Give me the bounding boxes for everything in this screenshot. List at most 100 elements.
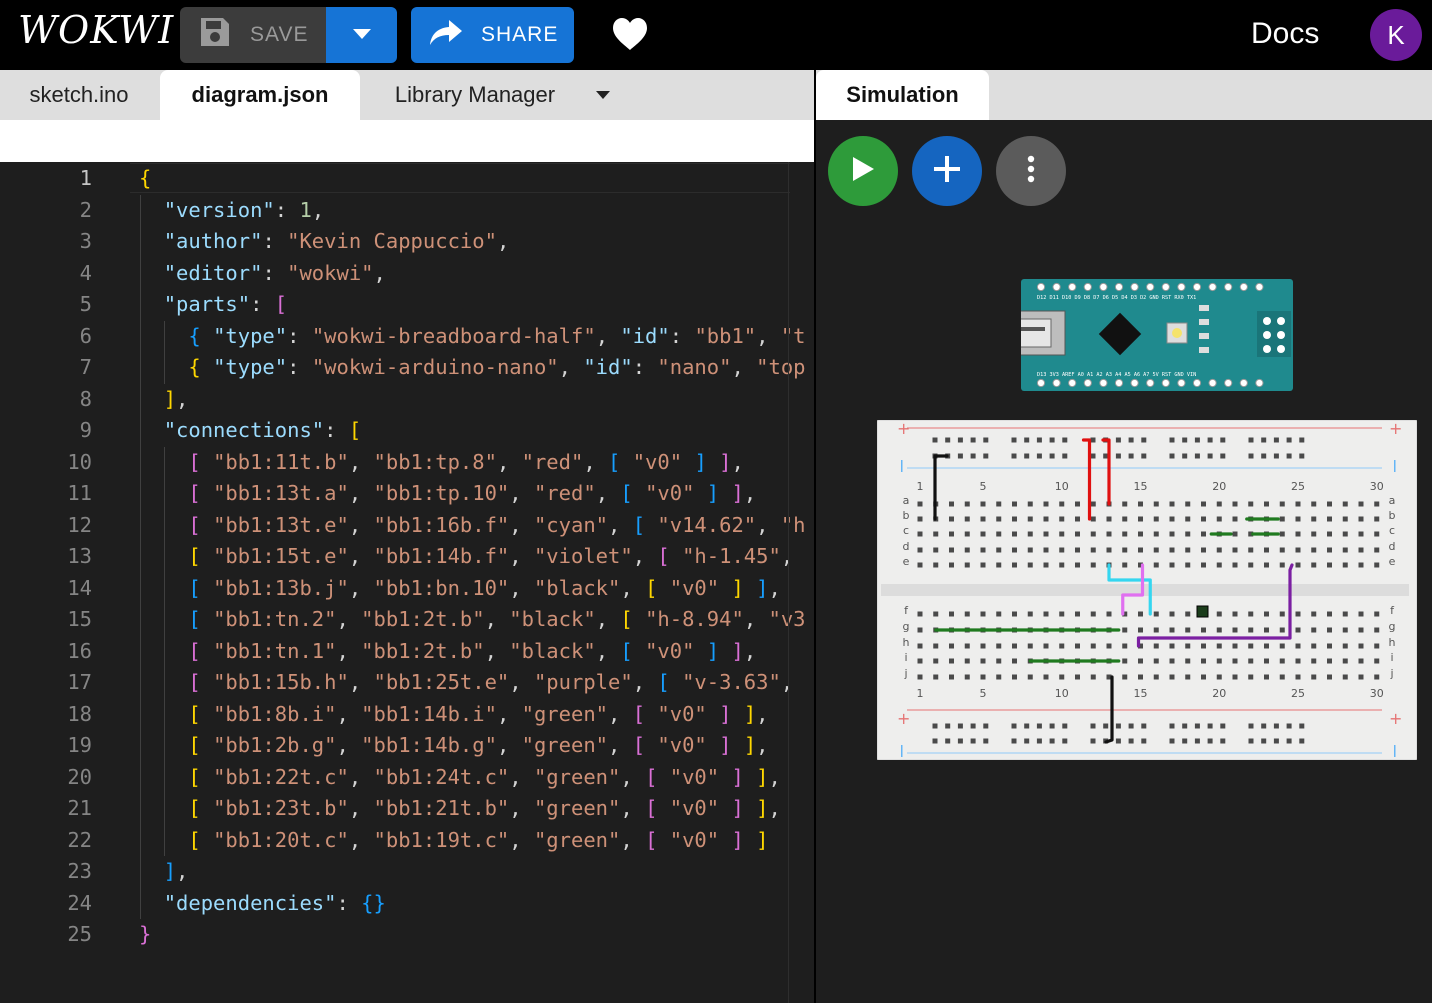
breadboard-hole[interactable] [1059, 562, 1065, 568]
breadboard-hole[interactable] [1232, 516, 1238, 522]
breadboard-hole[interactable] [983, 723, 989, 729]
breadboard-hole[interactable] [1220, 723, 1226, 729]
breadboard-hole[interactable] [1122, 501, 1128, 507]
breadboard-hole[interactable] [1342, 611, 1348, 617]
breadboard-hole[interactable] [1248, 501, 1254, 507]
breadboard-hole[interactable] [1248, 531, 1254, 537]
breadboard-hole[interactable] [1138, 611, 1143, 617]
breadboard-hole[interactable] [996, 643, 1002, 649]
breadboard-hole[interactable] [1295, 501, 1301, 507]
breadboard-hole[interactable] [1216, 501, 1222, 507]
breadboard-hole[interactable] [1342, 531, 1348, 537]
breadboard-hole[interactable] [1027, 562, 1033, 568]
breadboard-hole[interactable] [980, 501, 986, 507]
breadboard-hole[interactable] [1261, 453, 1267, 459]
breadboard-hole[interactable] [1299, 437, 1305, 443]
breadboard-hole[interactable] [1286, 738, 1292, 744]
breadboard-hole[interactable] [1169, 627, 1175, 633]
breadboard-hole[interactable] [996, 547, 1002, 553]
breadboard-hole[interactable] [1273, 453, 1279, 459]
breadboard-hole[interactable] [1248, 738, 1254, 744]
breadboard-hole[interactable] [1358, 627, 1364, 633]
breadboard-hole[interactable] [1279, 658, 1285, 664]
wire-violet[interactable] [1121, 563, 1145, 616]
breadboard-hole[interactable] [1138, 562, 1143, 568]
breadboard-hole[interactable] [1248, 562, 1254, 568]
breadboard-hole[interactable] [917, 501, 923, 507]
breadboard-hole[interactable] [1169, 611, 1175, 617]
breadboard-hole[interactable] [1106, 674, 1112, 680]
nano-pin[interactable] [1099, 282, 1108, 292]
breadboard-hole[interactable] [1043, 501, 1049, 507]
breadboard-hole[interactable] [1264, 562, 1269, 568]
breadboard-hole[interactable] [1169, 723, 1175, 729]
breadboard-hole[interactable] [1286, 437, 1292, 443]
breadboard-hole[interactable] [1062, 453, 1068, 459]
breadboard-hole[interactable] [1232, 627, 1238, 633]
breadboard-hole[interactable] [964, 674, 970, 680]
breadboard-hole[interactable] [1279, 531, 1285, 537]
breadboard-hole[interactable] [1122, 562, 1128, 568]
breadboard-hole[interactable] [1141, 738, 1147, 744]
breadboard-hole[interactable] [1128, 453, 1134, 459]
breadboard-hole[interactable] [1201, 531, 1206, 537]
breadboard-hole[interactable] [1153, 531, 1159, 537]
breadboard-hole[interactable] [964, 611, 970, 617]
breadboard-hole[interactable] [1090, 562, 1096, 568]
breadboard-hole[interactable] [1012, 562, 1017, 568]
breadboard-hole[interactable] [1374, 562, 1380, 568]
breadboard-hole[interactable] [1153, 627, 1159, 633]
breadboard-hole[interactable] [1194, 453, 1200, 459]
breadboard-hole[interactable] [1106, 516, 1112, 522]
breadboard-hole[interactable] [1115, 453, 1121, 459]
breadboard-hole[interactable] [917, 674, 923, 680]
breadboard-hole[interactable] [1036, 723, 1042, 729]
breadboard-hole[interactable] [1185, 501, 1191, 507]
breadboard-hole[interactable] [1049, 453, 1055, 459]
breadboard-hole[interactable] [1342, 643, 1348, 649]
nano-pin[interactable] [1255, 378, 1264, 388]
breadboard-hole[interactable] [1043, 611, 1049, 617]
breadboard-hole[interactable] [1027, 611, 1033, 617]
breadboard-hole[interactable] [1027, 547, 1033, 553]
breadboard-hole[interactable] [1169, 531, 1175, 537]
code-line[interactable]: 20 [ "bb1:22t.c", "bb1:24t.c", "green", … [0, 762, 814, 794]
breadboard-hole[interactable] [1207, 738, 1213, 744]
breadboard-hole[interactable] [917, 562, 923, 568]
breadboard-hole[interactable] [1295, 531, 1301, 537]
breadboard-hole[interactable] [1358, 562, 1364, 568]
nano-pin[interactable] [1114, 282, 1124, 292]
breadboard-hole[interactable] [1012, 531, 1017, 537]
breadboard-hole[interactable] [949, 501, 954, 507]
breadboard-hole[interactable] [1090, 643, 1096, 649]
nano-pin[interactable] [1130, 378, 1139, 388]
breadboard-hole[interactable] [1012, 643, 1017, 649]
breadboard-hole[interactable] [980, 658, 986, 664]
breadboard-hole[interactable] [1279, 501, 1285, 507]
breadboard-hole[interactable] [1261, 738, 1267, 744]
breadboard-hole[interactable] [1024, 723, 1030, 729]
breadboard-hole[interactable] [1027, 516, 1033, 522]
share-button[interactable]: SHARE [411, 7, 574, 63]
breadboard-hole[interactable] [917, 531, 923, 537]
breadboard-hole[interactable] [1342, 562, 1348, 568]
code-line[interactable]: 16 [ "bb1:tn.1", "bb1:2t.b", "black", [ … [0, 636, 814, 668]
breadboard-hole[interactable] [1295, 643, 1301, 649]
breadboard-hole[interactable] [1169, 437, 1175, 443]
breadboard-hole[interactable] [1185, 658, 1191, 664]
breadboard-hole[interactable] [933, 562, 939, 568]
breadboard-hole[interactable] [949, 562, 954, 568]
breadboard-hole[interactable] [1090, 738, 1096, 744]
breadboard-hole[interactable] [1358, 531, 1364, 537]
code-line[interactable]: 18 [ "bb1:8b.i", "bb1:14b.i", "green", [… [0, 699, 814, 731]
nano-pin[interactable] [1161, 378, 1170, 388]
breadboard-hole[interactable] [1122, 658, 1128, 664]
nano-pin[interactable] [1239, 282, 1248, 292]
breadboard-hole[interactable] [1248, 627, 1254, 633]
breadboard-hole[interactable] [1090, 453, 1096, 459]
breadboard-hole[interactable] [1049, 738, 1055, 744]
heart-icon[interactable] [612, 17, 648, 56]
breadboard-hole[interactable] [1358, 611, 1364, 617]
breadboard-hole[interactable] [1264, 547, 1269, 553]
breadboard-hole[interactable] [1216, 516, 1222, 522]
